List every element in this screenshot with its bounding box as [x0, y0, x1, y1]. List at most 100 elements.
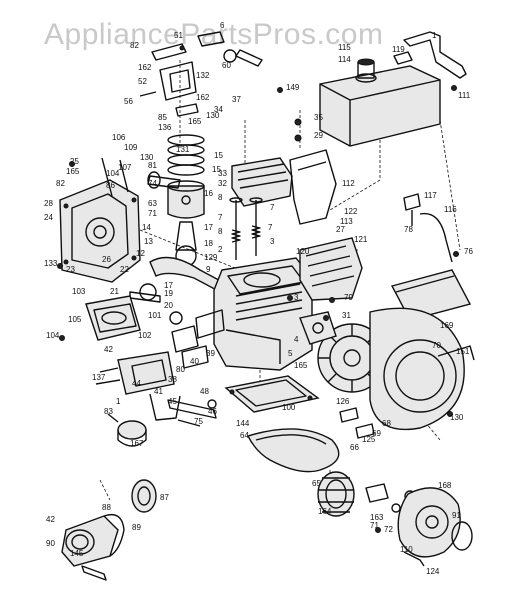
callout-label: 71 [148, 209, 157, 218]
callout-label: 51 [174, 31, 183, 40]
callout-label: 22 [120, 265, 129, 274]
piston-rings [167, 134, 205, 176]
callout-label: 74 [148, 179, 157, 188]
callout-label: 132 [196, 71, 210, 80]
callout-label: 8 [218, 193, 223, 202]
callout-label: 6 [220, 21, 225, 30]
callout-label: 5 [288, 349, 293, 358]
callout-label: 65 [312, 479, 321, 488]
callout-label: 69 [372, 429, 381, 438]
callout-label: 3 [270, 237, 275, 246]
callout-label: 165 [188, 117, 202, 126]
callout-label: 27 [336, 225, 345, 234]
callout-label: 42 [104, 345, 113, 354]
callout-label: 9 [206, 265, 211, 274]
callout-label: 71 [370, 521, 379, 530]
callout-label: 113 [340, 217, 353, 226]
callout-label: 111 [458, 91, 471, 100]
callout-label: 23 [66, 265, 75, 274]
callout-label: 13 [144, 237, 153, 246]
callout-label: 31 [342, 311, 351, 320]
air-intake [85, 295, 141, 341]
callout-label: 144 [236, 419, 250, 428]
callout-label: 17 [164, 281, 173, 290]
callout-label: 109 [124, 143, 138, 152]
callout-label: 15 [214, 151, 223, 160]
callout-label: 91 [452, 511, 461, 520]
fuel-line [403, 193, 453, 263]
callout-label: 24 [44, 213, 53, 222]
starter-pulley [317, 471, 355, 517]
callout-label: 125 [362, 435, 376, 444]
callout-label: 56 [124, 97, 133, 106]
callout-label: 104 [106, 169, 120, 178]
muffler-deflector [131, 479, 157, 513]
callout-label: 1 [116, 397, 121, 406]
callout-label: 86 [106, 181, 115, 190]
callout-label: 112 [342, 179, 355, 188]
callout-label: 165 [66, 167, 80, 176]
callout-label: 169 [440, 321, 454, 330]
callout-label: 29 [314, 131, 323, 140]
tank-support [289, 149, 337, 225]
callout-label: 75 [194, 417, 203, 426]
callout-label: 105 [68, 315, 82, 324]
callout-label: 17 [204, 223, 213, 232]
callout-label: 8 [218, 227, 223, 236]
callout-label: 120 [296, 247, 310, 256]
callout-label: 137 [92, 373, 106, 382]
callout-label: 100 [282, 403, 296, 412]
callout-label: 114 [338, 55, 351, 64]
tank-bracket [393, 31, 467, 79]
callout-label: 19 [164, 289, 173, 298]
callout-label: 7 [270, 203, 275, 212]
callout-label: 28 [44, 199, 53, 208]
callout-label: 162 [138, 63, 152, 72]
muffler-bracket [139, 31, 263, 117]
callout-label: 64 [240, 431, 249, 440]
callout-label: 32 [218, 179, 227, 188]
callout-label: 151 [456, 347, 470, 356]
callout-label: 149 [286, 83, 300, 92]
callout-label: 117 [424, 191, 437, 200]
callout-label: 101 [148, 311, 162, 320]
callout-label: 66 [350, 443, 359, 452]
screws [57, 45, 459, 533]
callout-label: 37 [232, 95, 241, 104]
callout-label: 3 [294, 293, 299, 302]
callout-label: 130 [206, 111, 220, 120]
callout-label: 25 [70, 157, 79, 166]
callout-label: 82 [56, 179, 65, 188]
valves [229, 197, 263, 260]
fuel-tank [319, 58, 441, 147]
watermark: AppliancePartsPros.com [44, 18, 384, 51]
cylinder-head [231, 157, 293, 207]
callout-label: 136 [158, 123, 172, 132]
callout-label: 14 [142, 223, 151, 232]
fuel-bowl [107, 413, 147, 447]
callout-label: 90 [46, 539, 55, 548]
callout-label: 7 [268, 223, 273, 232]
breather-parts [169, 309, 225, 369]
callout-label: 104 [46, 331, 60, 340]
callout-label: 21 [110, 287, 119, 296]
base-plate [224, 375, 320, 413]
callout-label: 4 [294, 335, 299, 344]
callout-label: 44 [132, 379, 141, 388]
callout-label: 133 [44, 259, 58, 268]
callout-label: 122 [344, 207, 358, 216]
callout-label: 102 [138, 331, 152, 340]
callout-label: 20 [164, 301, 173, 310]
throttle-linkage [167, 399, 217, 427]
callout-label: 46 [208, 407, 217, 416]
callout-label: 162 [196, 93, 210, 102]
callout-label: 68 [382, 419, 391, 428]
callout-label: 115 [338, 43, 351, 52]
callout-label: 79 [344, 293, 353, 302]
callout-label: 145 [70, 549, 84, 558]
callout-label: 121 [354, 235, 368, 244]
callout-label: 163 [370, 513, 384, 522]
callout-label: 48 [200, 387, 209, 396]
